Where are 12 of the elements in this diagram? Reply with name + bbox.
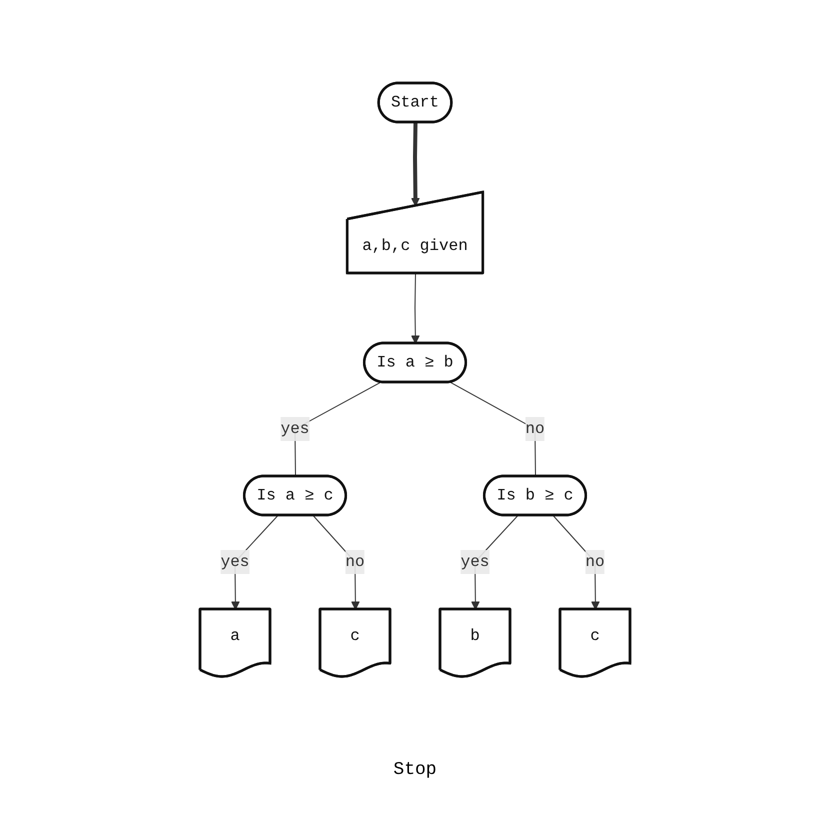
edge-label: yes (280, 420, 310, 438)
stop-label: Stop (393, 760, 437, 780)
edge-label: yes (460, 553, 490, 572)
edge-label: no (525, 420, 545, 438)
connector (450, 382, 536, 478)
arrow (411, 122, 420, 207)
arrow (552, 515, 600, 610)
edge-label: no (585, 553, 605, 572)
edge-label: yes (220, 553, 250, 572)
arrow (411, 273, 420, 344)
edge-label: no (345, 553, 365, 572)
arrow (312, 515, 360, 610)
